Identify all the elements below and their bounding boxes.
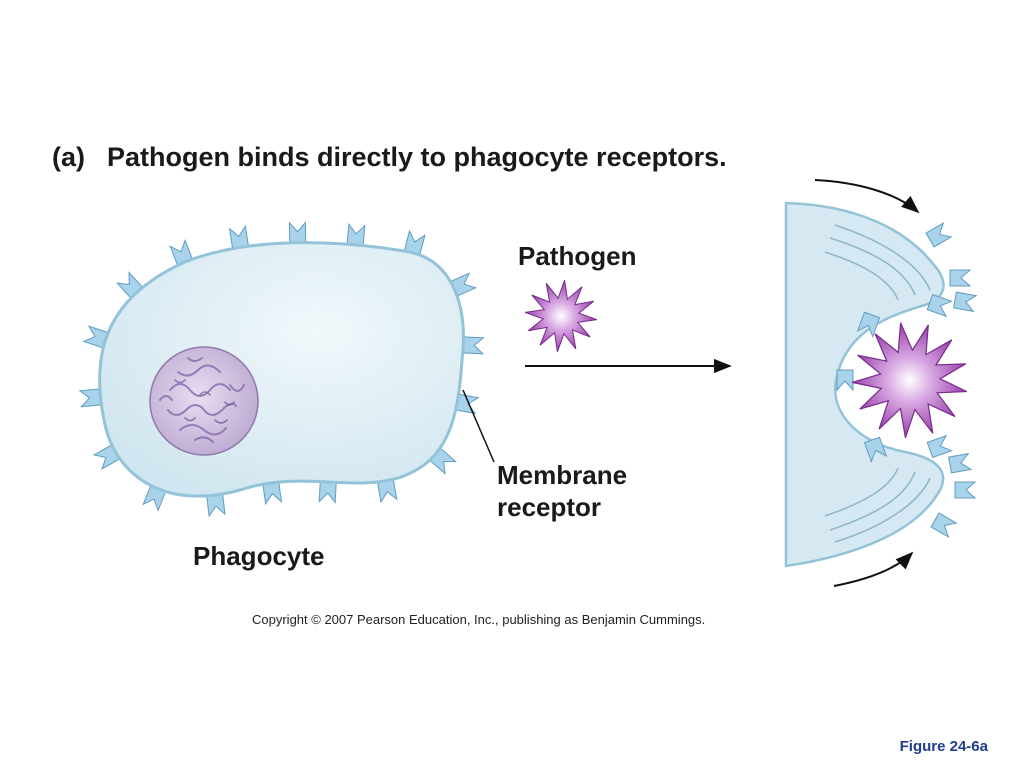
panel-letter: (a) [52,142,85,172]
membrane-fold-bottom [824,467,931,543]
membrane-label-line1: Membrane [497,460,627,490]
membrane-receptor [462,336,485,355]
figure-title: (a) Pathogen binds directly to phagocyte… [52,142,727,172]
engulfed-pathogen-star [851,322,968,438]
membrane-receptor [288,222,307,244]
membrane-receptor [346,223,366,247]
membrane-receptor [949,269,971,287]
figure-reference: Figure 24-6a [900,738,989,755]
membrane-receptor [926,435,953,459]
engulfing-phagocyte [784,201,977,568]
pathogen [525,280,597,352]
phagocyte-label: Phagocyte [193,541,325,571]
membrane-label-line2: receptor [497,492,601,522]
phagocyte-body [98,241,465,498]
pathogen-star [525,280,597,352]
membrane-receptor [954,481,976,499]
engulfing-cell-body [784,201,945,568]
engulf-arrow-bottom [833,551,914,587]
membrane-receptor [836,369,854,391]
nucleus [149,346,259,456]
copyright-text: Copyright © 2007 Pearson Education, Inc.… [252,612,705,627]
membrane-receptor [953,291,977,312]
membrane-receptor [318,481,337,503]
phagocyte-cell [79,222,485,517]
membrane-fold-top [824,224,931,301]
receptor-leader-line [462,389,495,463]
membrane-receptor [925,222,952,248]
membrane-receptor [930,512,957,538]
title-text: Pathogen binds directly to phagocyte rec… [107,142,727,172]
pathogen-label: Pathogen [518,241,636,271]
engulf-arrow-top [814,179,920,214]
membrane-receptor [79,388,102,408]
membrane-receptor [206,493,226,517]
membrane-receptor [948,453,972,474]
